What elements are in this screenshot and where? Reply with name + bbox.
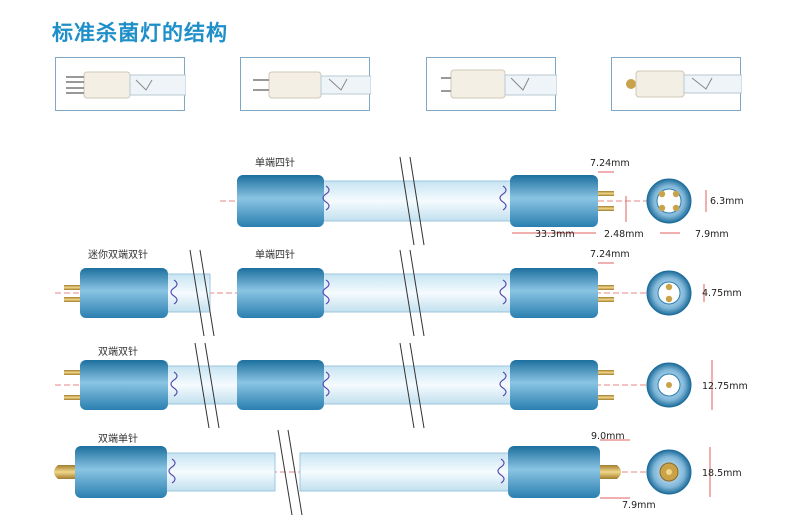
row-4-double-end-single-pin: 双端单针 9.0mm 18.5mm 7.9mm — [54, 429, 742, 516]
page-title: 标准杀菌灯的结构 — [52, 21, 228, 45]
lamp-photo-4 — [611, 57, 742, 111]
dim-pin-length: 7.24mm — [590, 158, 630, 169]
row-4-label: 双端单针 — [98, 432, 138, 445]
dim-pin-circle: 7.9mm — [695, 229, 729, 240]
lamp-cap — [237, 175, 324, 227]
row-2-label-2: 单端四针 — [255, 248, 295, 261]
dim-pin-spacing: 2.48mm — [604, 229, 644, 240]
dim-pin-length-2: 7.24mm — [590, 249, 630, 260]
dim-pin-diameter-4: 7.9mm — [622, 500, 656, 511]
lamp-photo-1 — [55, 57, 186, 111]
lamp-photo-3 — [426, 57, 557, 111]
row-1-label: 单端四针 — [255, 156, 295, 169]
dim-diameter-4: 18.5mm — [702, 468, 742, 479]
dim-cap-length: 33.3mm — [535, 229, 575, 240]
row-2-mini-double-end: 迷你双端双针 单端四针 7.24mm 4.75mm — [55, 248, 742, 337]
dim-pin-length-4: 9.0mm — [591, 431, 625, 442]
dim-end-diameter: 6.3mm — [710, 196, 744, 207]
row-3-label: 双端双针 — [98, 345, 138, 358]
dim-diameter-3: 12.75mm — [702, 381, 748, 392]
lamp-cap — [510, 175, 598, 227]
dim-pin-spacing-2: 4.75mm — [702, 288, 742, 299]
row-1-single-end-four-pin: 单端四针 7.24mm 6.3mm 33.3mm 2.48mm 7.9mm — [220, 156, 744, 246]
row-2-label: 迷你双端双针 — [88, 248, 148, 261]
lamp-photo-2 — [240, 57, 371, 111]
row-3-double-end-two-pin: 双端双针 12.75mm — [55, 342, 748, 429]
